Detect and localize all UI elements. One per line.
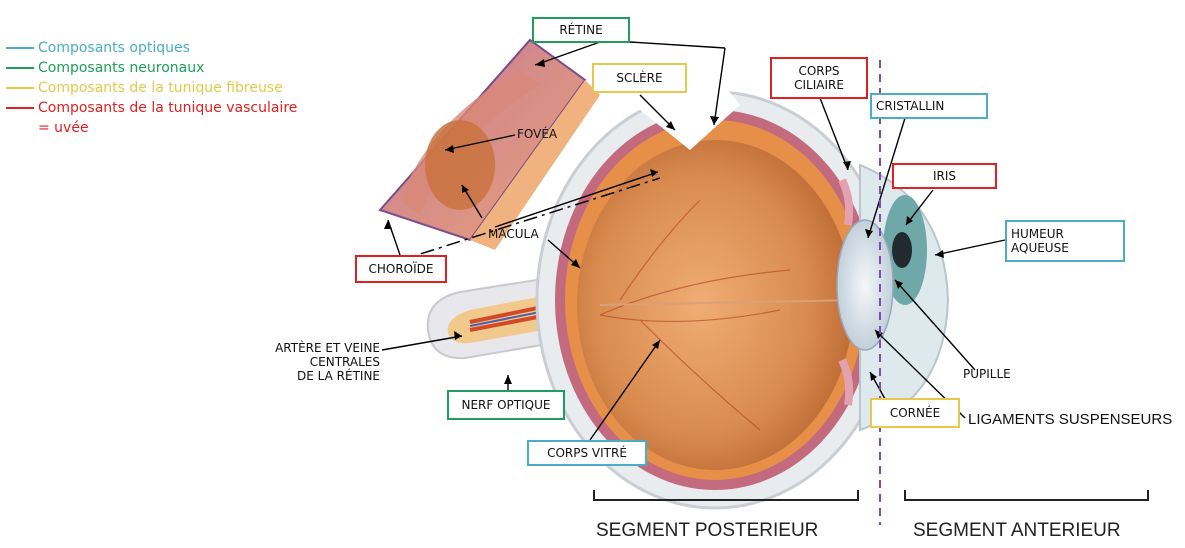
legend-note-uvee: = uvée: [38, 118, 297, 138]
legend-item-optical: Composants optiques: [6, 38, 297, 58]
label-fovea: FOVÉA: [517, 127, 557, 141]
legend: Composants optiques Composants neuronaux…: [6, 38, 297, 138]
label-segment-anterieur: SEGMENT ANTERIEUR: [913, 520, 1121, 542]
label-artere-line1: ARTÈRE ET VEINE: [255, 341, 380, 355]
label-humeur-line2: AQUEUSE: [1011, 241, 1069, 255]
label-cristallin: CRISTALLIN: [870, 93, 988, 119]
label-humeur-aqueuse: HUMEUR AQUEUSE: [1005, 220, 1125, 262]
label-sclere: SCLÈRE: [592, 63, 687, 93]
anterior-bracket: [905, 490, 1148, 500]
label-pupille: PUPILLE: [963, 367, 1011, 381]
legend-item-neural: Composants neuronaux: [6, 58, 297, 78]
label-corps-ciliaire: CORPS CILIAIRE: [770, 57, 868, 99]
legend-item-vascular: Composants de la tunique vasculaire: [6, 98, 297, 118]
label-artere-veine: ARTÈRE ET VEINE CENTRALES DE LA RÉTINE: [255, 341, 380, 383]
label-corps-vitre: CORPS VITRÉ: [527, 440, 647, 466]
label-choroide: CHOROÏDE: [355, 255, 447, 283]
label-artere-line3: DE LA RÉTINE: [255, 369, 380, 383]
label-nerf-optique: NERF OPTIQUE: [447, 390, 565, 420]
label-macula: MACULA: [488, 227, 539, 241]
legend-swatch: [6, 67, 34, 69]
label-humeur-line1: HUMEUR: [1011, 227, 1064, 241]
legend-label: Composants neuronaux: [38, 58, 204, 78]
legend-item-fibrous: Composants de la tunique fibreuse: [6, 78, 297, 98]
legend-swatch: [6, 107, 34, 109]
label-corps-ciliaire-line2: CILIAIRE: [794, 78, 844, 92]
label-cornee: CORNÉE: [870, 398, 960, 428]
label-ligaments-suspenseurs: LIGAMENTS SUSPENSEURS: [968, 413, 1172, 427]
label-segment-posterieur: SEGMENT POSTERIEUR: [596, 520, 818, 542]
legend-swatch: [6, 87, 34, 89]
label-iris: IRIS: [892, 163, 997, 189]
label-corps-ciliaire-line1: CORPS: [798, 64, 839, 78]
legend-label: Composants de la tunique vasculaire: [38, 98, 297, 118]
legend-label: Composants optiques: [38, 38, 190, 58]
legend-swatch: [6, 47, 34, 49]
label-artere-line2: CENTRALES: [255, 355, 380, 369]
label-retine: RÉTINE: [532, 17, 630, 43]
legend-label: Composants de la tunique fibreuse: [38, 78, 283, 98]
